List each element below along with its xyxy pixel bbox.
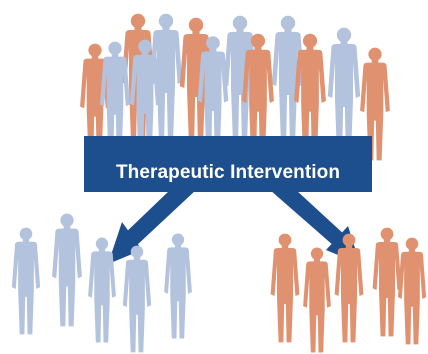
person-icon [164,233,192,339]
intervention-label: Therapeutic Intervention [115,162,341,183]
person-icon [52,213,82,327]
person-icon [270,233,300,343]
intervention-arrow [84,136,372,264]
bottom-left-group [11,213,192,353]
person-icon [88,237,116,343]
arrow-shaft-left [122,190,196,246]
person-icon [372,227,402,337]
person-icon [397,237,427,345]
intervention-banner [84,136,372,192]
arrow-shaft-right [270,190,346,246]
person-icon [122,245,152,353]
person-icon [327,27,361,151]
person-icon [11,227,41,335]
bottom-right-group [270,227,427,353]
person-icon [334,233,364,343]
person-icon [303,247,331,353]
